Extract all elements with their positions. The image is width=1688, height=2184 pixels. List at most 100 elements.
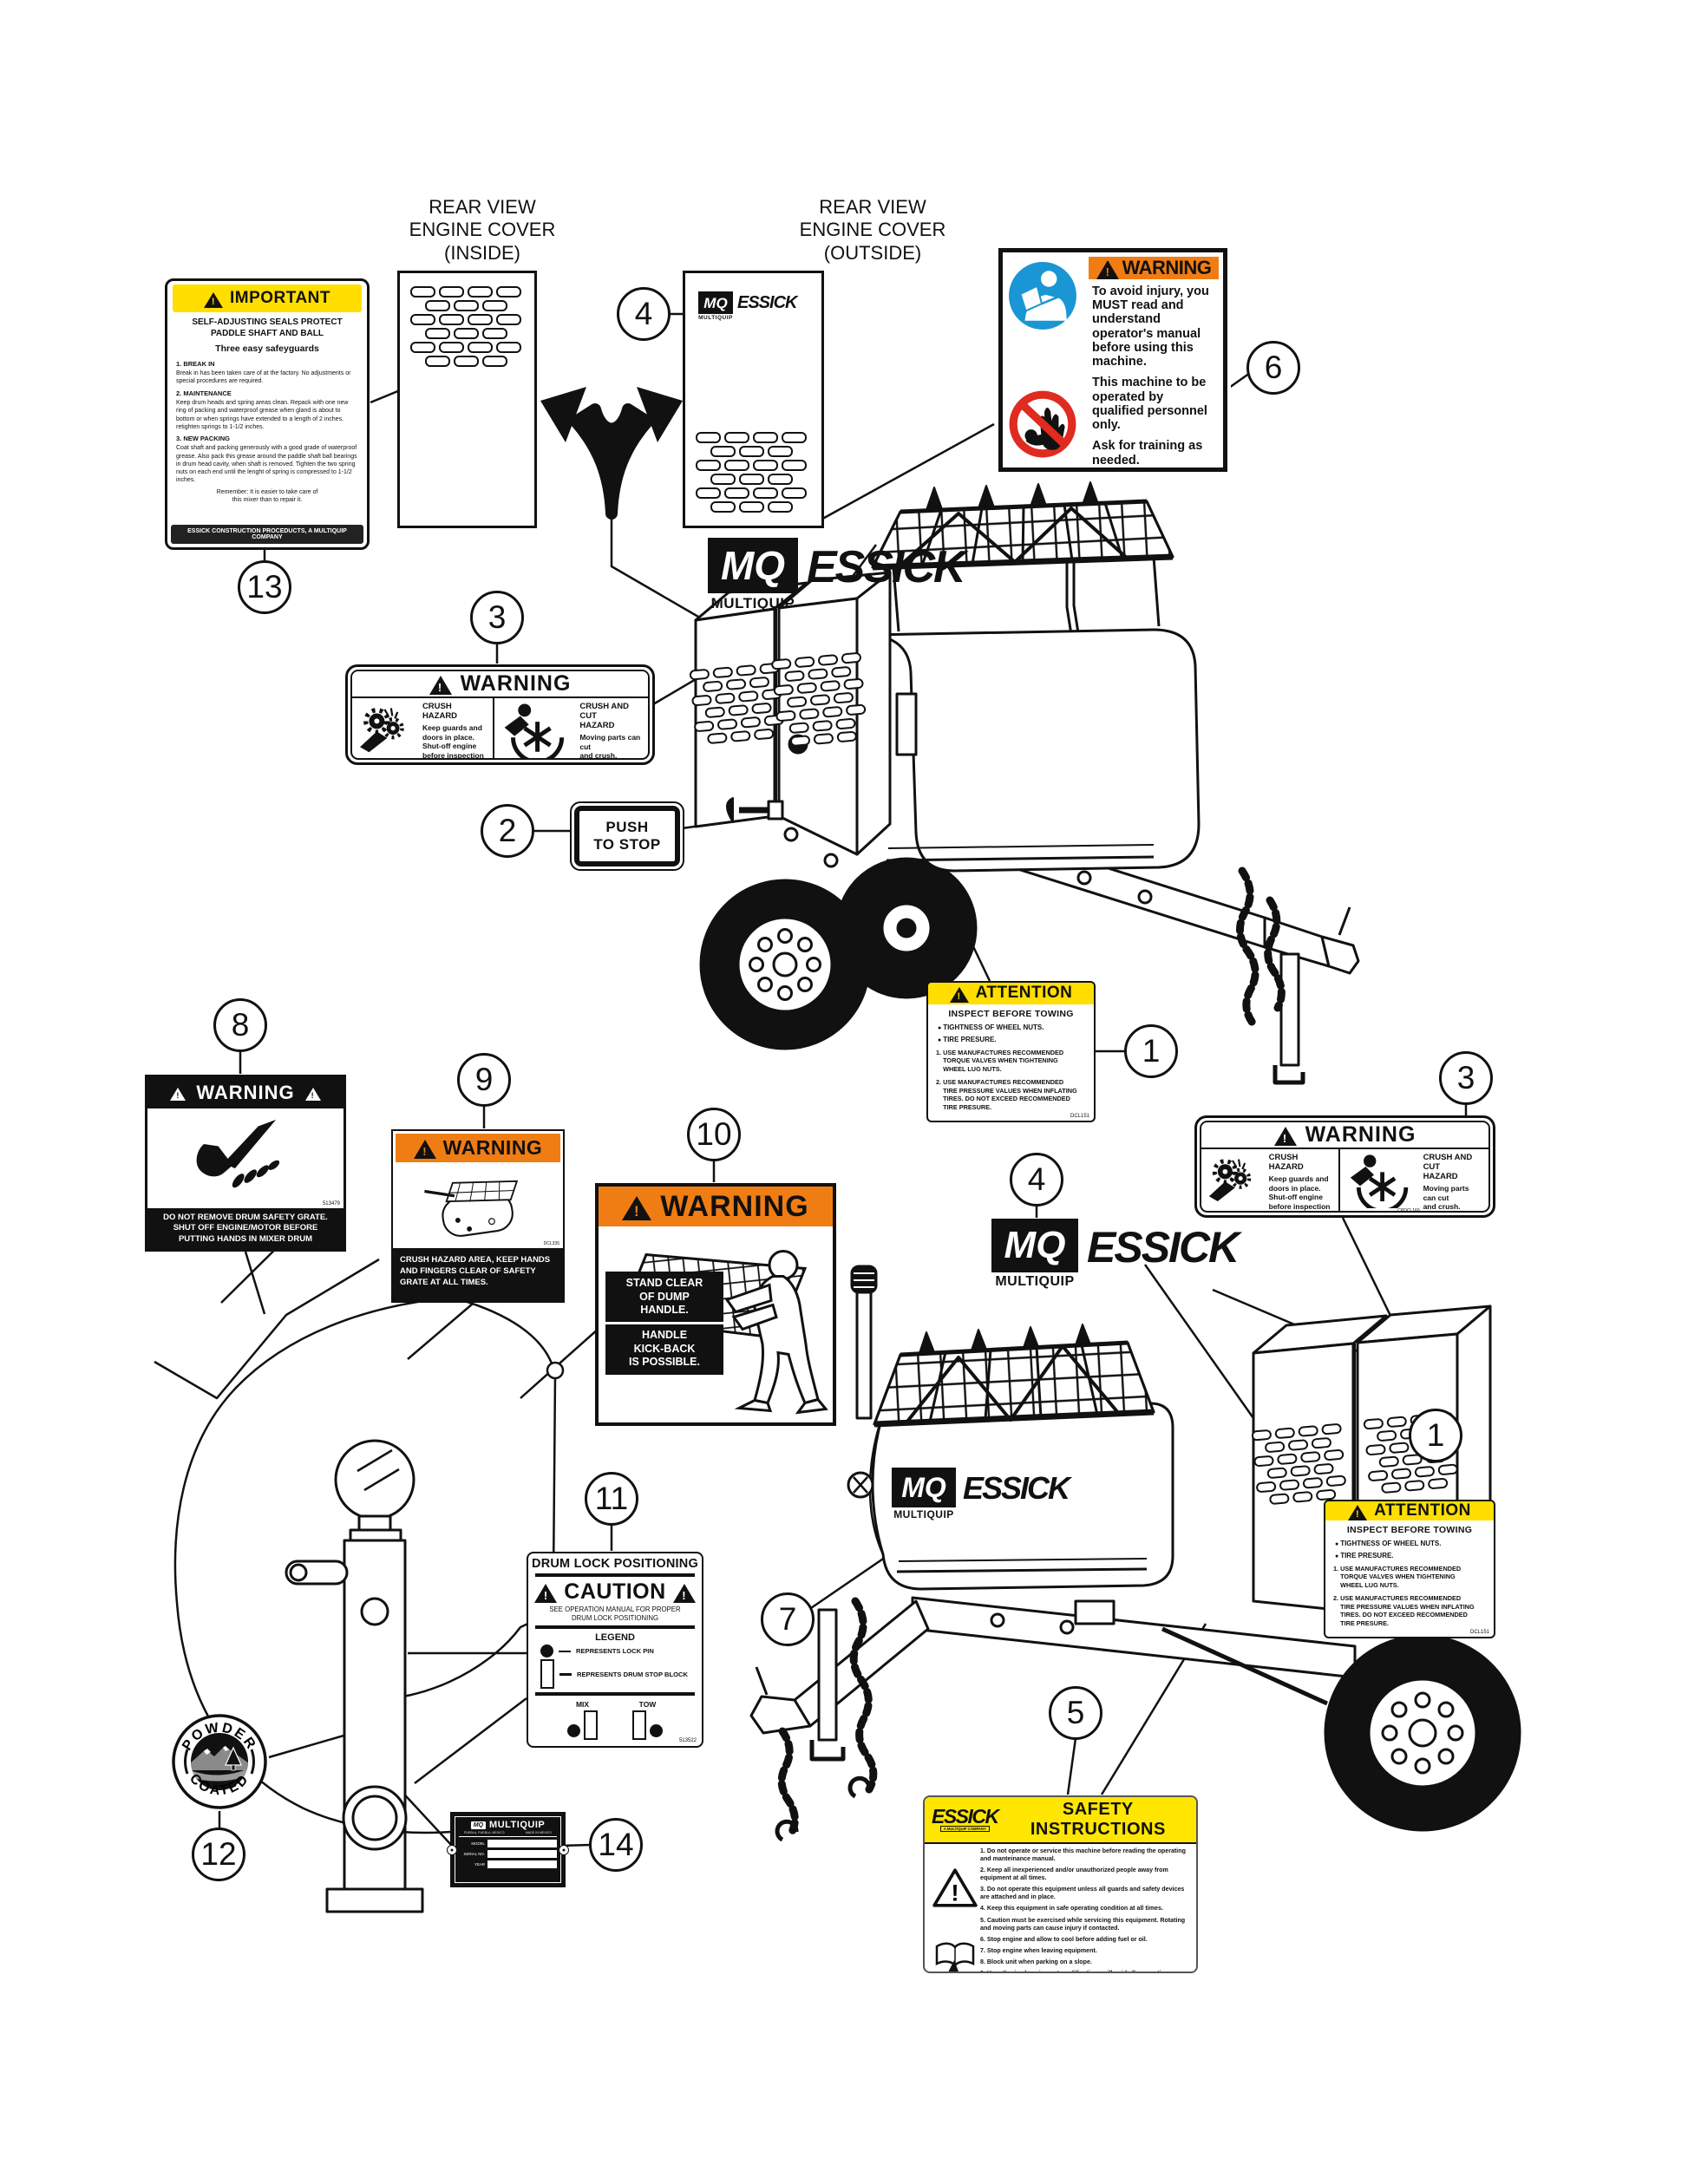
- warning-text: This machine to be operated by qualified…: [1092, 376, 1207, 433]
- warning-header: WARNING: [396, 1134, 560, 1162]
- warning-triangle-icon: [304, 1085, 321, 1101]
- dash: [559, 1673, 572, 1676]
- multiquip-wordmark: MULTIQUIP: [710, 595, 795, 611]
- dash: [559, 1650, 571, 1652]
- section-text: Coat shaft and packing generously with a…: [176, 445, 357, 483]
- louvers-inside-panel: [409, 286, 522, 367]
- section-heading: 3. NEW PACKING: [176, 434, 230, 442]
- read-manual-icon: [1009, 262, 1076, 330]
- multiquip-wordmark: MULTIQUIP: [698, 315, 733, 321]
- callout-7: 7: [761, 1592, 815, 1646]
- mountain-scene-icon: [191, 1733, 248, 1790]
- warning-triangle-icon: [203, 290, 223, 308]
- warning-read-manual-decal: WARNING To avoid injury, you MUST read a…: [995, 245, 1231, 475]
- warning-footer-text: CRUSH HAZARD AREA, KEEP HANDS AND FINGER…: [393, 1248, 563, 1301]
- important-header: IMPORTANT: [173, 284, 362, 312]
- essick-wordmark: ESSICK: [737, 293, 797, 312]
- warning-drum-grate-decal: WARNING 513479 DO NOT REMOVE DRUM SAFETY…: [145, 1075, 346, 1252]
- warning-triangle-icon: [170, 1085, 186, 1101]
- multiquip-wordmark: MULTIQUIP: [995, 1274, 1075, 1289]
- serial-nameplate: MQ MULTIQUIP PUEBLA, PUEBLA, MEXICO MADE…: [447, 1812, 569, 1887]
- powder-coated-badge: POWDER COATED: [171, 1713, 268, 1815]
- mix-label: MIX: [575, 1700, 590, 1710]
- attention-towing-decal-right: ATTENTION INSPECT BEFORE TOWING TIGHTNES…: [1324, 1500, 1495, 1638]
- attention-title: INSPECT BEFORE TOWING: [1346, 1525, 1473, 1535]
- field-value-box: [487, 1850, 557, 1858]
- divider: [535, 1625, 695, 1630]
- warning-triangle-icon: !: [932, 1867, 978, 1907]
- warning-triangle-icon: [622, 1193, 652, 1220]
- part-number: CPDCL160: [554, 759, 576, 760]
- callout-9: 9: [457, 1053, 511, 1107]
- mq-essick-logo-mixer2: MQ MULTIQUIP ESSICK: [991, 1219, 1240, 1290]
- warning-header: WARNING: [599, 1187, 833, 1226]
- brand-name: MULTIQUIP: [489, 1820, 546, 1830]
- hazard-text: Moving parts can cut and crush. SHUT OFF…: [579, 733, 641, 760]
- plate-made-in: MADE IN MEXICO: [525, 1831, 552, 1834]
- field-value-box: [487, 1840, 557, 1847]
- hazard-title: CRUSH HAZARD: [1268, 1153, 1304, 1172]
- gear-hand-icon: [359, 708, 404, 753]
- remember-note: Remember: It is easier to take care of t…: [216, 488, 318, 504]
- callout-5: 5: [1049, 1686, 1102, 1740]
- warning-header: WARNING: [352, 671, 648, 696]
- hazard-text: Moving parts can cut and crush. SHUT OFF…: [1423, 1184, 1469, 1212]
- push-to-stop-decal: PUSH TO STOP: [570, 801, 684, 871]
- svg-text:!: !: [951, 1880, 958, 1906]
- mixer-2-illustration: [749, 1265, 1521, 1842]
- hazard-text: Keep guards and doors in place. Shut-off…: [1268, 1174, 1331, 1211]
- rear-view-outside-title: REAR VIEW ENGINE COVER (OUTSIDE): [799, 196, 946, 264]
- hand-cut-icon: [196, 1120, 280, 1188]
- essick-wordmark: ESSICK: [1087, 1223, 1240, 1272]
- warning-crush-area-decal: WARNING DCL335 CRUSH HAZARD AREA, KEEP H…: [391, 1129, 565, 1303]
- attention-title: INSPECT BEFORE TOWING: [948, 1008, 1074, 1019]
- screw-icon: [559, 1844, 569, 1855]
- drum-lock-positioning-decal: DRUM LOCK POSITIONING CAUTION SEE OPERAT…: [527, 1552, 703, 1748]
- attention-bullets: TIGHTNESS OF WHEEL NUTS.TIRE PRESURE.: [1331, 1540, 1488, 1560]
- part-number: DCL335: [543, 1241, 559, 1246]
- warning-crush-decal-left: WARNING CRUSH HAZARD: [345, 664, 655, 765]
- part-number: 513479: [322, 1200, 340, 1206]
- louvers-mixer2-left: [1251, 1422, 1347, 1506]
- warning-triangle-icon: [1348, 1502, 1368, 1520]
- callout-4-cover: 4: [617, 287, 671, 341]
- essick-wordmark: ESSICK: [807, 542, 966, 592]
- callout-3-right: 3: [1439, 1051, 1493, 1105]
- callout-2: 2: [481, 804, 534, 858]
- gear-hand-icon: [1208, 1159, 1252, 1201]
- callout-12: 12: [192, 1828, 245, 1881]
- warning-triangle-icon: [413, 1137, 436, 1159]
- callout-14: 14: [589, 1818, 643, 1872]
- mq-essick-logo-mixer1: MQ MULTIQUIP ESSICK: [708, 538, 966, 612]
- rear-view-inside-title: REAR VIEW ENGINE COVER (INSIDE): [409, 196, 556, 264]
- warning-triangle-icon: [1096, 258, 1119, 279]
- caution-word: CAUTION: [564, 1579, 666, 1604]
- warning-text: To avoid injury, you MUST read and under…: [1092, 284, 1209, 369]
- field-label: SERIAL NO.: [463, 1852, 485, 1856]
- section-text: Keep drum heads and spring areas clean. …: [176, 400, 349, 430]
- part-number: DCL151: [1469, 1630, 1489, 1636]
- caution-subtext: SEE OPERATION MANUAL FOR PROPER DRUM LOC…: [549, 1605, 681, 1623]
- drum-lock-title: DRUM LOCK POSITIONING: [532, 1557, 698, 1571]
- important-subtitle: Three easy safeyguards: [215, 343, 319, 354]
- hazard-title: CRUSH HAZARD: [422, 702, 458, 721]
- callout-10: 10: [687, 1108, 741, 1161]
- attention-bullets: TIGHTNESS OF WHEEL NUTS.TIRE PRESURE.: [934, 1023, 1088, 1043]
- callout-11: 11: [585, 1472, 638, 1526]
- section-heading: 1. BREAK IN: [176, 359, 215, 368]
- drum-stop-block-icon: [584, 1710, 598, 1741]
- caution-triangle-icon: [534, 1581, 558, 1603]
- mq-logo-icon: MQ: [470, 1821, 487, 1829]
- warning-crush-decal-right: WARNING CRUSH HAZARD: [1194, 1115, 1495, 1218]
- drum-stop-block-icon: [540, 1659, 554, 1690]
- divider: [535, 1573, 695, 1577]
- important-footer: ESSICK CONSTRUCTION PROCEDUCTS, A MULTIQ…: [171, 525, 363, 544]
- warning-triangle-icon: [429, 673, 452, 695]
- divider: [605, 1321, 723, 1324]
- mixer-drum-sketch-icon: [424, 1180, 519, 1237]
- mq-logo-icon: MQ: [892, 1468, 956, 1507]
- no-unauthorized-icon: [1009, 390, 1076, 458]
- dump-handle-warning-box: STAND CLEAR OF DUMP HANDLE. HANDLE KICK-…: [605, 1272, 723, 1375]
